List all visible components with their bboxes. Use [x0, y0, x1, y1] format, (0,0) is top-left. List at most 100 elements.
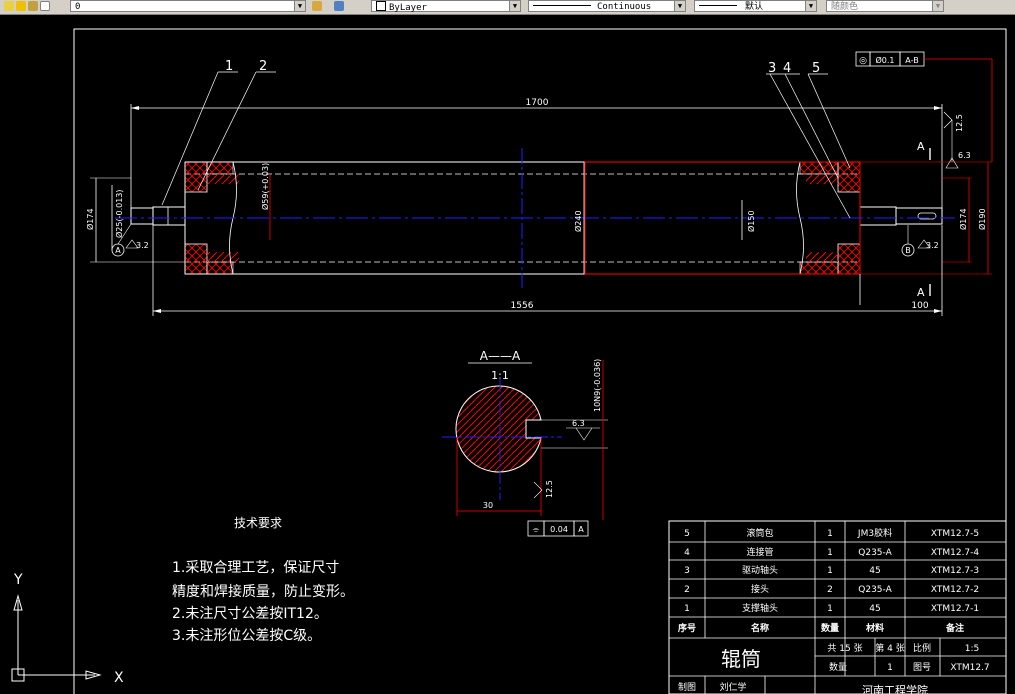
bom-cell-remark: XTM12.7-5 [931, 529, 979, 539]
bom-cell-name: 接头 [751, 583, 769, 595]
dim-text-dia174-right: Ø174 [958, 208, 968, 230]
section-roughness-63: 6.3 [572, 419, 585, 428]
dim-text-dia174-left: Ø174 [85, 208, 95, 230]
plotstyle-value: 随颜色 [831, 2, 859, 12]
layer-previous-icon[interactable] [334, 1, 344, 11]
notes-line-1: 1.采取合理工艺，保证尺寸 [172, 560, 339, 576]
section-roughness-125: 12.5 [545, 480, 554, 498]
title-scale-value: 1:5 [965, 644, 979, 654]
bom-header-no: 序号 [678, 622, 696, 634]
gdt-bottom-symbol: ⌯ [533, 525, 540, 534]
section-scale: 1:1 [491, 369, 509, 382]
bom-cell-remark: XTM12.7-2 [931, 585, 979, 595]
section-title: A——A [480, 349, 521, 363]
color-value: ByLayer [389, 3, 427, 13]
balloon-5: 5 [812, 61, 820, 76]
bom-row: 3 驱动轴头 1 45 XTM12.7-3 [684, 564, 979, 576]
gdt-frame-bottom: ⌯ 0.04 A [527, 520, 589, 537]
layer-visibility-icon[interactable] [4, 1, 14, 11]
ucs-icon: Y X [11, 572, 124, 686]
bom-header-name: 名称 [751, 622, 769, 634]
bom-cell-material: Q235-A [858, 548, 892, 558]
datum-b-label: B [905, 246, 911, 255]
title-school: 河南工程学院 [862, 683, 928, 694]
bom-row: 4 连接管 1 Q235-A XTM12.7-4 [684, 546, 979, 558]
bom-table: 5 滚筒包 1 JM3胶料 XTM12.7-5 4 连接管 1 Q235-A X… [668, 520, 1007, 694]
bom-header-material: 材料 [865, 622, 884, 634]
notes-title: 技术要求 [234, 516, 282, 530]
bom-cell-no: 1 [684, 604, 690, 614]
color-dropdown[interactable]: ByLayer ▼ [371, 0, 521, 13]
gdt-frame-top: ◎ Ø0.1 A-B [855, 51, 993, 162]
linetype-value: Continuous [597, 2, 652, 12]
bom-header-remark: 备注 [945, 622, 964, 634]
gdt-top-value: Ø0.1 [875, 55, 894, 65]
title-scale-label: 比例 [913, 642, 931, 654]
bom-cell-name: 驱动轴头 [742, 564, 778, 576]
bom-row: 2 接头 2 Q235-A XTM12.7-2 [684, 583, 979, 595]
section-view-a-a: A——A 1:1 10N9(-0.036) 6.3 30 12.5 ⌯ 0.04… [442, 349, 608, 537]
lineweight-dropdown[interactable]: 默认 ▼ [694, 0, 817, 12]
balloon-1: 1 [225, 59, 233, 74]
chevron-down-icon: ▼ [509, 1, 520, 11]
dim-text-dia240: Ø240 [573, 210, 583, 232]
bom-row: 1 支撑轴头 1 45 XTM12.7-1 [684, 602, 979, 614]
plotstyle-dropdown[interactable]: 随颜色 ▼ [826, 0, 944, 12]
layer-freeze-icon[interactable] [16, 1, 26, 11]
lineweight-value: 默认 [745, 2, 764, 12]
bom-cell-no: 2 [684, 585, 690, 595]
balloon-4: 4 [783, 61, 791, 76]
title-part-name: 辊筒 [721, 647, 761, 671]
title-sheets-total: 共 15 张 [827, 643, 862, 654]
linetype-sample [533, 5, 591, 6]
bom-cell-qty: 1 [827, 548, 833, 558]
drawing-canvas[interactable]: 1700 [0, 14, 1015, 694]
roughness-a: 3.2 [136, 241, 149, 250]
chevron-down-icon: ▼ [932, 1, 943, 11]
bom-cell-name: 滚筒包 [746, 527, 773, 539]
ucs-x-label: X [114, 670, 124, 686]
dim-text-dia59: Ø59(+0.03) [260, 163, 270, 210]
bom-cell-qty: 1 [827, 604, 833, 614]
title-qty-label: 数量 [829, 661, 847, 673]
color-swatch-icon [376, 1, 386, 11]
layer-value: 0 [75, 2, 81, 12]
technical-notes: 技术要求 1.采取合理工艺，保证尺寸 精度和焊接质量，防止变形。 2.未注尺寸公… [172, 516, 354, 644]
linetype-dropdown[interactable]: Continuous ▼ [528, 0, 686, 12]
title-qty-value: 1 [887, 663, 893, 673]
dim-text-dia150: Ø150 [746, 210, 756, 232]
bom-cell-material: 45 [869, 604, 880, 614]
gdt-top-ref: A-B [905, 56, 918, 65]
dim-text-dia190: Ø190 [977, 208, 987, 230]
bom-cell-name: 支撑轴头 [742, 602, 778, 614]
chevron-down-icon: ▼ [294, 1, 305, 11]
bom-cell-qty: 1 [827, 529, 833, 539]
section-mark-top: A [917, 140, 925, 153]
bom-cell-material: 45 [869, 566, 880, 576]
title-drawing-no-value: XTM12.7 [950, 663, 989, 673]
bom-cell-no: 5 [684, 529, 690, 539]
notes-line-4: 3.未注形位公差按C级。 [172, 628, 321, 644]
balloon-3: 3 [768, 61, 776, 76]
bom-row: 5 滚筒包 1 JM3胶料 XTM12.7-5 [684, 527, 979, 539]
bom-header-qty: 数量 [821, 622, 839, 634]
dim-text-dia25-left: Ø25(-0.013) [114, 189, 124, 238]
dim-text-1700: 1700 [526, 98, 549, 108]
notes-line-2: 精度和焊接质量，防止变形。 [172, 583, 354, 600]
roughness-top: 12.5 [955, 114, 964, 132]
title-drawing-no-label: 图号 [913, 662, 931, 673]
layer-color-icon[interactable] [40, 1, 50, 11]
bom-cell-no: 4 [684, 548, 690, 558]
bom-cell-no: 3 [684, 566, 690, 576]
bom-cell-qty: 2 [827, 585, 833, 595]
bom-cell-material: Q235-A [858, 585, 892, 595]
bom-cell-qty: 1 [827, 566, 833, 576]
gdt-bottom-value: 0.04 [550, 525, 568, 534]
layer-dropdown[interactable]: 0 ▼ [70, 0, 306, 12]
chevron-down-icon: ▼ [674, 1, 685, 11]
section-dim-30: 30 [483, 501, 493, 510]
title-drafter-name: 刘仁学 [719, 681, 746, 693]
layer-lock-icon[interactable] [28, 1, 38, 11]
chevron-down-icon: ▼ [805, 1, 816, 11]
make-current-layer-icon[interactable] [312, 1, 322, 11]
